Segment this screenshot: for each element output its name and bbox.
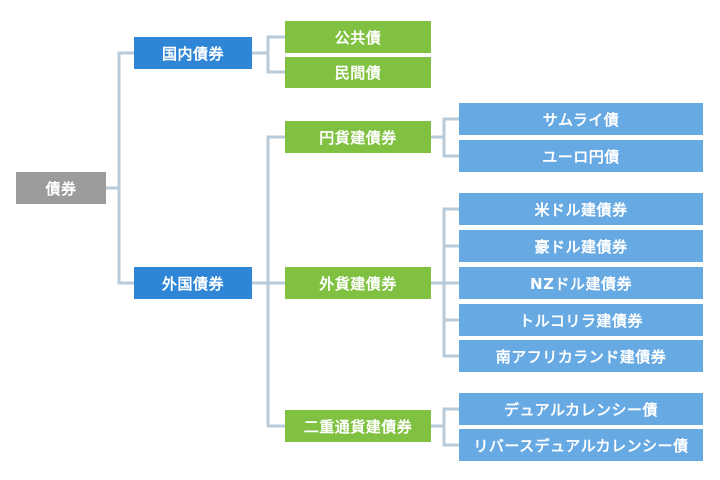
- leaf-zar-bond: 南アフリカランド建債券: [459, 340, 703, 372]
- leaf-aud-bond: 豪ドル建債券: [459, 230, 703, 262]
- node-dual-currency-bonds: 二重通貨建債券: [285, 410, 431, 442]
- node-root: 債券: [16, 172, 106, 204]
- leaf-euroyen-bond: ユーロ円債: [459, 140, 703, 172]
- node-yen-denominated-bonds: 円貨建債券: [285, 121, 431, 153]
- leaf-usd-bond: 米ドル建債券: [459, 193, 703, 225]
- leaf-nzd-bond: NZドル建債券: [459, 267, 703, 299]
- node-foreign-currency-bonds: 外貨建債券: [285, 267, 431, 299]
- leaf-samurai-bond: サムライ債: [459, 103, 703, 135]
- leaf-dual-currency-bond: デュアルカレンシー債: [459, 393, 703, 425]
- node-domestic-bonds: 国内債券: [134, 37, 252, 69]
- leaf-reverse-dual-currency-bond: リバースデュアルカレンシー債: [459, 429, 703, 461]
- node-foreign-bonds: 外国債券: [134, 267, 252, 299]
- leaf-try-bond: トルコリラ建債券: [459, 304, 703, 336]
- node-private-bonds: 民間債: [285, 57, 431, 88]
- node-public-bonds: 公共債: [285, 21, 431, 53]
